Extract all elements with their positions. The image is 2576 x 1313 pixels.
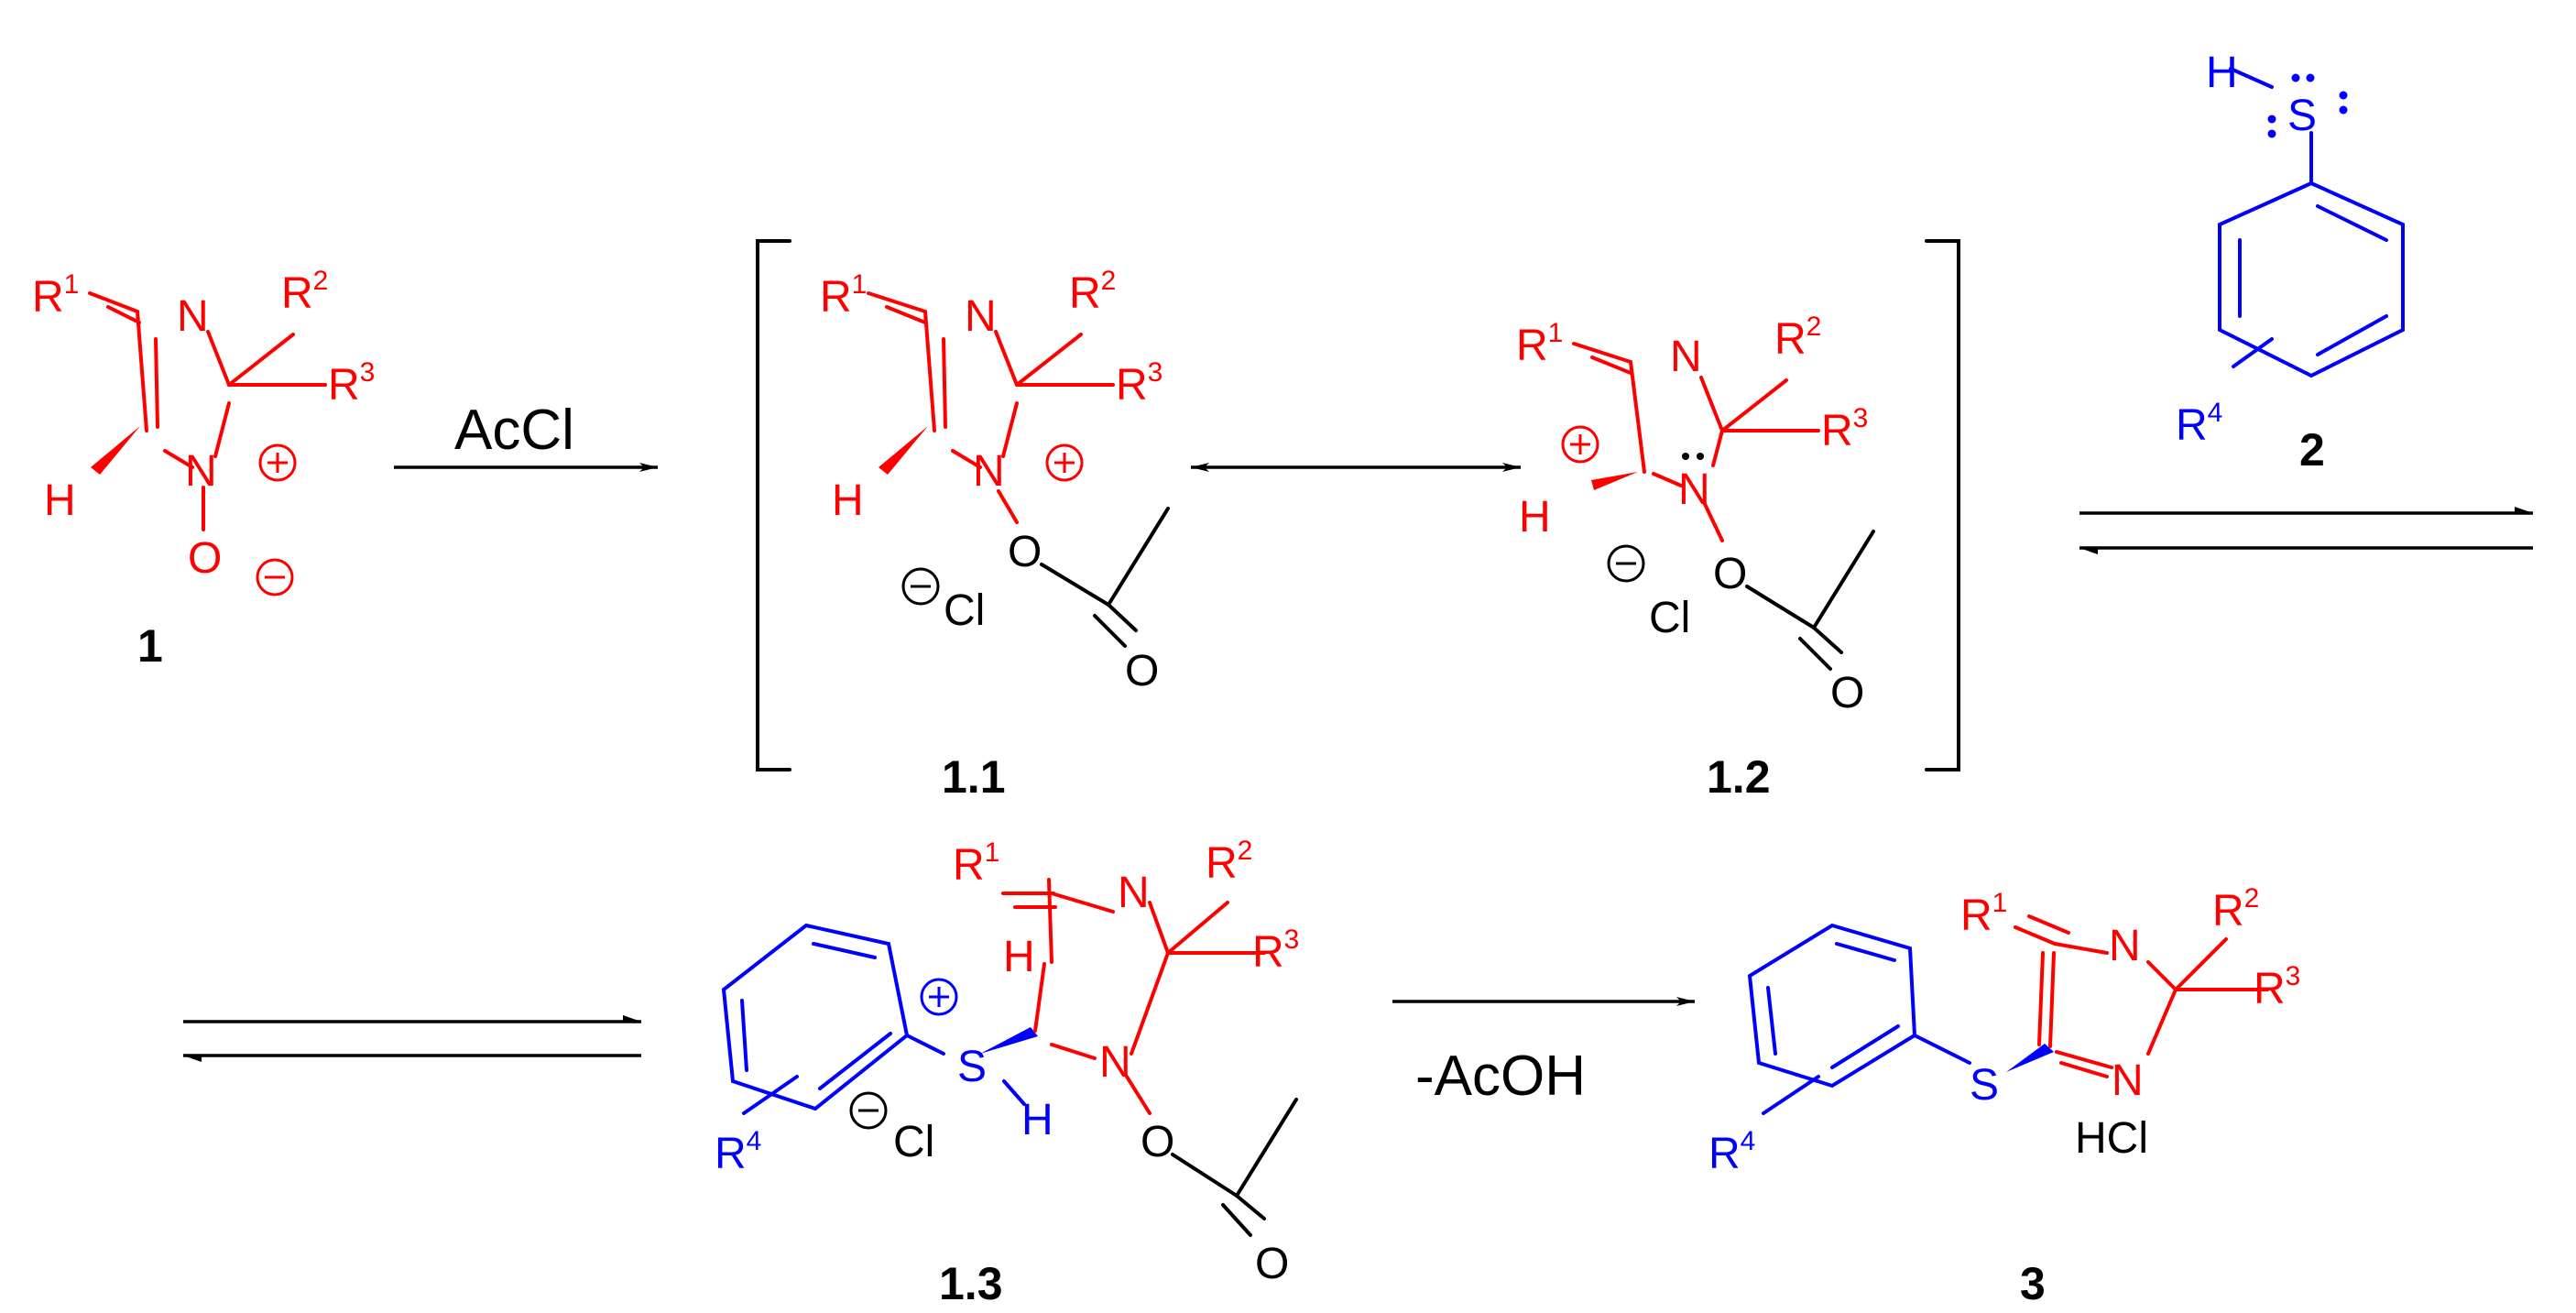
compound-1-nitrone: R1 N R2 R3 H N O 1 <box>32 266 375 672</box>
compound-label-2: 2 <box>2299 424 2325 476</box>
lone-pair-icon <box>2306 73 2315 82</box>
minus-charge-icon <box>1607 544 1645 583</box>
imine-n: N <box>965 292 997 341</box>
plus-charge-icon <box>1045 443 1084 482</box>
nitrone-n: N <box>185 447 217 496</box>
r4-label: R4 <box>1708 1126 1755 1178</box>
carbonyl-o: O <box>1125 647 1159 695</box>
plus-charge-icon <box>258 443 297 482</box>
r1-label: R1 <box>953 837 999 890</box>
compound-label-1-2: 1.2 <box>1707 751 1771 803</box>
r4-label: R4 <box>715 1126 761 1178</box>
compound-1-1: R1 N R2 R3 H N O O Cl 1.1 <box>820 266 1170 803</box>
hcl-label: HCl <box>2075 1114 2148 1163</box>
ring-n: N <box>2112 1056 2144 1105</box>
chloride-label: Cl <box>893 1118 934 1166</box>
r2-label: R2 <box>1206 836 1252 888</box>
imine-n: N <box>177 292 209 341</box>
lone-pair-icon <box>2339 105 2348 115</box>
r2-label: R2 <box>281 266 328 318</box>
h-label: H <box>44 476 76 525</box>
compound-label-1: 1 <box>137 620 163 672</box>
chloride-label: Cl <box>1649 594 1690 642</box>
compound-1-2: R1 N R2 R3 H N O O Cl 1.2 <box>1516 312 1875 803</box>
reagent-accl: AcCl <box>454 399 574 462</box>
carbonyl-o: O <box>1255 1240 1289 1288</box>
imine-n: N <box>1670 333 1702 381</box>
imine-n: N <box>1118 869 1150 917</box>
lone-pair-icon <box>2291 73 2300 82</box>
compound-2-thiophenol: H S R4 2 <box>2176 49 2405 476</box>
amine-n: N <box>1678 465 1710 514</box>
chloride-label: Cl <box>944 586 985 635</box>
h-label: H <box>832 476 864 525</box>
r1-label: R1 <box>820 269 867 322</box>
r1-label: R1 <box>1516 318 1563 370</box>
compound-label-3: 3 <box>2020 1258 2046 1309</box>
plus-charge-icon <box>920 978 958 1016</box>
sulfonium-s: S <box>957 1043 987 1091</box>
r2-label: R2 <box>2212 883 2259 936</box>
lone-pair-icon <box>2267 129 2276 138</box>
bracket-right <box>1925 239 1960 771</box>
lone-pair-icon <box>2339 91 2348 100</box>
compound-label-1-1: 1.1 <box>942 751 1006 803</box>
iminium-n: N <box>973 447 1005 496</box>
r2-label: R2 <box>1069 266 1116 318</box>
carbonyl-o: O <box>1830 669 1864 717</box>
bracket-left <box>756 239 791 771</box>
r4-label: R4 <box>2176 398 2222 450</box>
lone-pair-icon <box>1682 453 1689 460</box>
minus-charge-icon <box>849 1091 888 1130</box>
lone-pair-icon <box>1697 453 1704 460</box>
r3-label: R3 <box>1252 925 1299 977</box>
reagent-acoh: -AcOH <box>1415 1045 1586 1108</box>
thioether-s: S <box>1970 1061 1999 1110</box>
lone-pair-icon <box>2267 115 2276 124</box>
r3-label: R3 <box>1116 357 1162 410</box>
minus-charge-icon <box>256 558 294 596</box>
ester-o: O <box>1713 550 1747 598</box>
amine-n: N <box>1099 1038 1131 1087</box>
r1-label: R1 <box>32 269 79 322</box>
h-label: H <box>1519 493 1551 542</box>
ester-o: O <box>1141 1118 1174 1166</box>
ester-o: O <box>1008 528 1042 576</box>
compound-1-3: R4 S H Cl R1 N R2 R3 H N O O 1.3 <box>715 836 1299 1309</box>
sulfonium-h: H <box>1021 1096 1053 1144</box>
compound-label-1-3: 1.3 <box>939 1258 1003 1309</box>
methine-h: H <box>1003 933 1035 981</box>
thiol-h: H <box>2206 49 2238 97</box>
minus-charge-icon <box>901 567 940 606</box>
oxide-o: O <box>188 534 222 583</box>
r3-label: R3 <box>1821 403 1868 455</box>
r1-label: R1 <box>1960 888 2007 940</box>
r2-label: R2 <box>1774 312 1821 364</box>
r3-label: R3 <box>2254 961 2300 1013</box>
compound-3-product: R4 S R1 N R2 R3 N HCl 3 <box>1708 883 2300 1309</box>
r3-label: R3 <box>328 357 375 410</box>
imine-n: N <box>2109 922 2141 970</box>
thiol-s: S <box>2287 92 2317 140</box>
carbocation-charge-icon <box>1561 425 1599 464</box>
